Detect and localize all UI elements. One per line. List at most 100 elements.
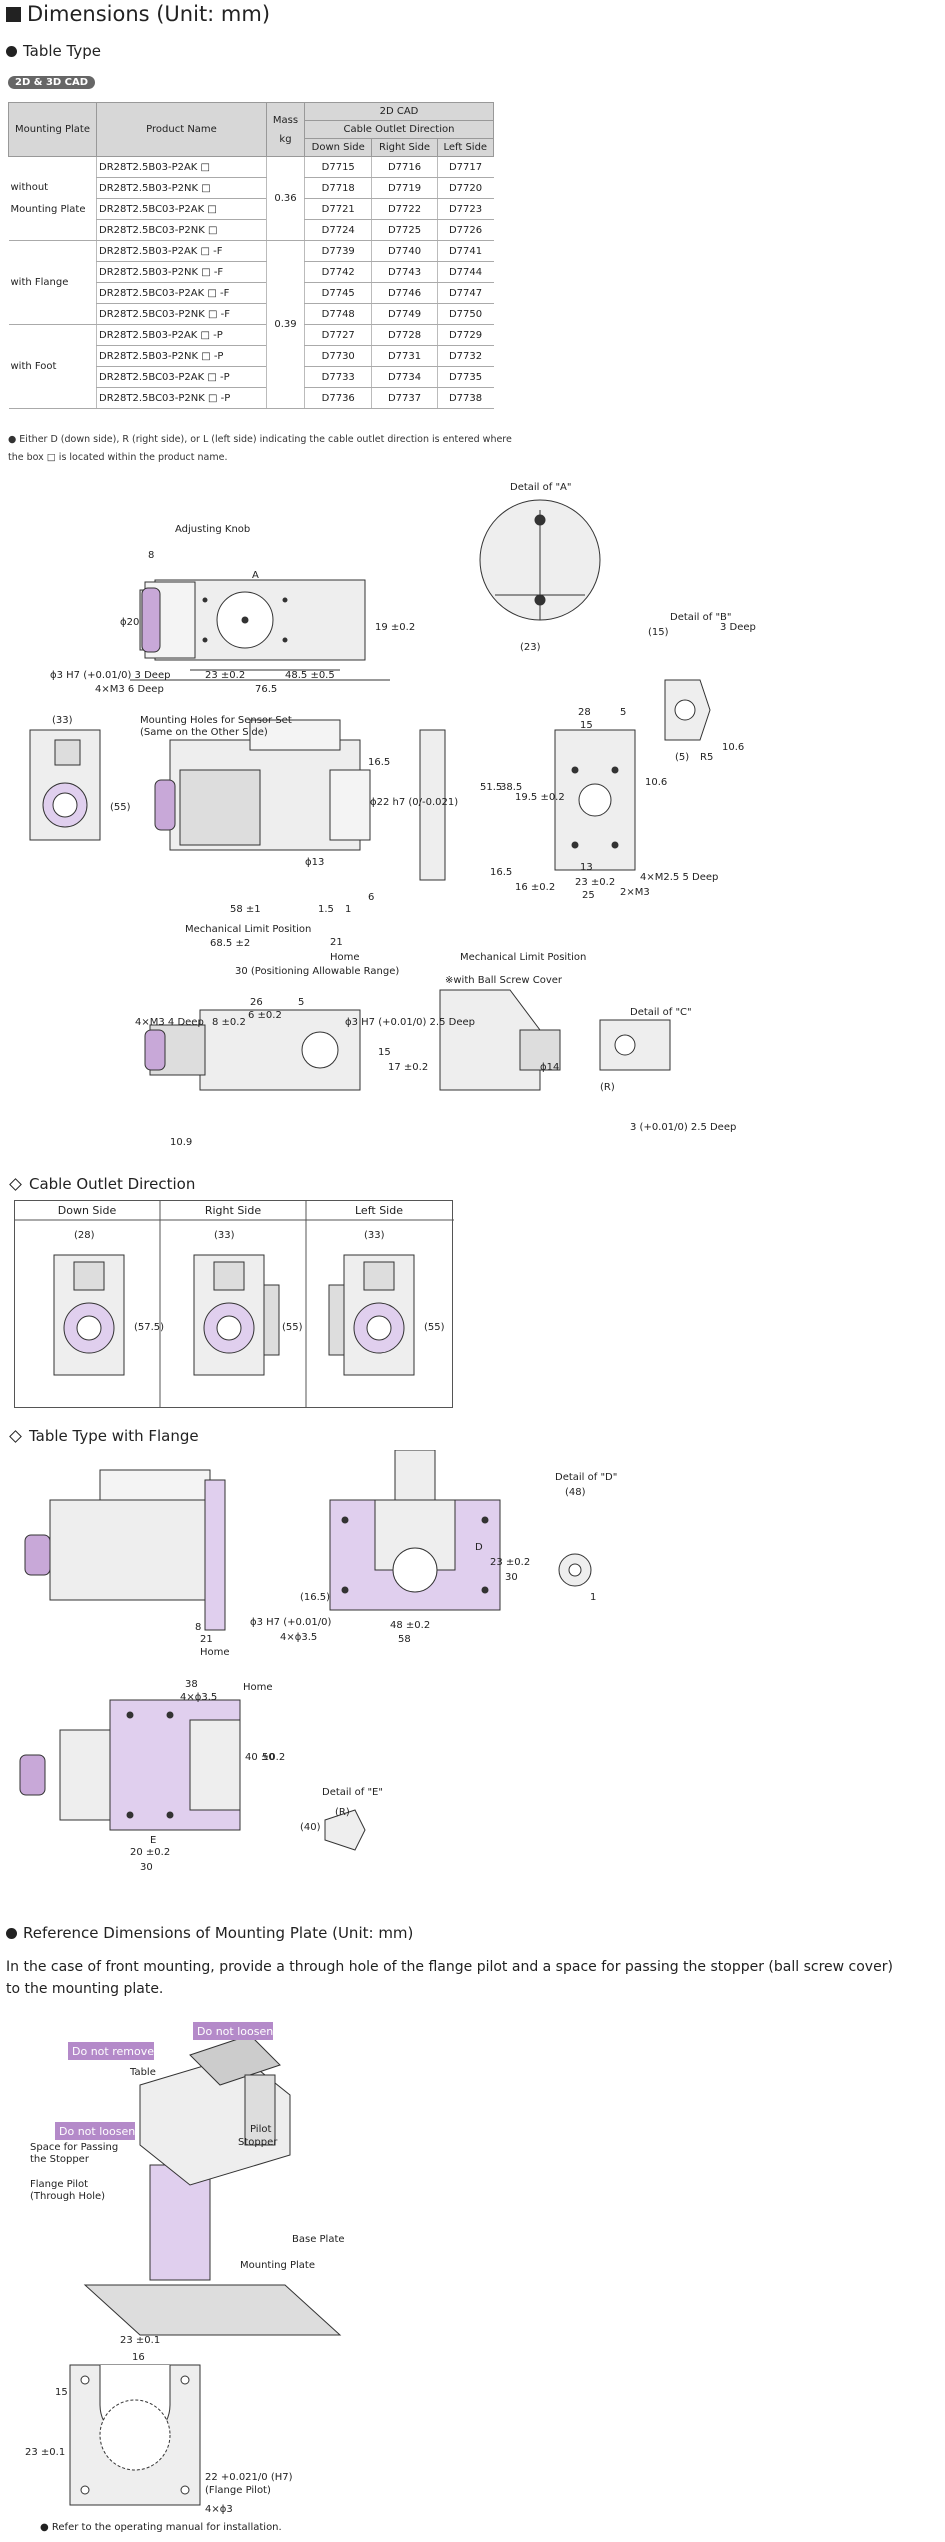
table-row: DR28T2.5BC03-P2NK □ -P D7736 D7737 D7738 bbox=[9, 387, 494, 409]
dim-label: 4×ϕ3 bbox=[205, 2504, 233, 2515]
dim-label: 4×M3 6 Deep bbox=[95, 684, 164, 695]
detail-a-label: Detail of "A" bbox=[510, 482, 572, 493]
col-direction: Cable Outlet Direction bbox=[304, 120, 494, 139]
dim-label: 23 ±0.2 bbox=[490, 1557, 530, 1568]
bullet-icon bbox=[6, 45, 17, 57]
right-cell: D7740 bbox=[371, 240, 438, 262]
product-cell: DR28T2.5BC03-P2AK □ -P bbox=[96, 366, 267, 388]
col-mounting-plate: Mounting Plate bbox=[8, 102, 97, 157]
left-cell: D7747 bbox=[436, 282, 494, 304]
dim-label: 16 ±0.2 bbox=[515, 882, 555, 893]
dim-label: 8 bbox=[195, 1622, 201, 1633]
mass-unit: kg bbox=[279, 133, 292, 145]
mounting-ref-paragraph: In the case of front mounting, provide a… bbox=[6, 1959, 893, 1997]
cable-outlet-heading-text: Cable Outlet Direction bbox=[29, 1175, 196, 1193]
dim-label: 16.5 bbox=[368, 757, 390, 768]
dim-label: 23 ±0.2 bbox=[575, 877, 615, 888]
dim-label: 4×M2.5 5 Deep bbox=[640, 872, 718, 883]
down-cell: D7736 bbox=[303, 387, 372, 409]
dim-label: (23) bbox=[520, 642, 541, 653]
dim-label: ϕ3 H7 (+0.01/0) bbox=[250, 1617, 331, 1628]
bullet-icon bbox=[6, 1927, 17, 1939]
dim-label: (R) bbox=[335, 1807, 350, 1818]
dim-label: 13 bbox=[580, 862, 593, 873]
mounting-plate-shape bbox=[149, 2164, 211, 2281]
product-cell: DR28T2.5BC03-P2NK □ -P bbox=[96, 387, 267, 409]
table-row: DR28T2.5BC03-P2NK □ D7724 D7725 D7726 bbox=[9, 219, 494, 241]
dim-label: 16 bbox=[132, 2352, 145, 2363]
dim-label: 4×ϕ3.5 bbox=[280, 1632, 317, 1643]
callout-pilot: Pilot bbox=[250, 2124, 271, 2135]
callout-table: Table bbox=[129, 2067, 156, 2078]
dim-label: R5 bbox=[700, 752, 713, 763]
product-cell: DR28T2.5BC03-P2AK □ -F bbox=[96, 282, 267, 304]
dim-label: 23 ±0.2 bbox=[205, 670, 245, 681]
dim-label: 22 +0.021/0 (H7) bbox=[205, 2472, 293, 2483]
base-plate bbox=[83, 2284, 342, 2336]
right-cell: D7737 bbox=[371, 387, 438, 409]
adjusting-knob-label: Adjusting Knob bbox=[175, 524, 250, 535]
table-row: DR28T2.5BC03-P2AK □ -P D7733 D7734 D7735 bbox=[9, 366, 494, 388]
flange-heading-text: Table Type with Flange bbox=[29, 1427, 199, 1445]
table-row: DR28T2.5BC03-P2NK □ -F D7748 D7749 D7750 bbox=[9, 303, 494, 325]
dim-height: (55) bbox=[424, 1322, 445, 1333]
dim-label: 20 ±0.2 bbox=[130, 1847, 170, 1858]
col-product-name: Product Name bbox=[96, 102, 267, 157]
flange-side bbox=[419, 729, 446, 881]
dim-label: 10.6 bbox=[722, 742, 744, 753]
dim-label: 6 bbox=[368, 892, 374, 903]
right-cell: D7722 bbox=[371, 198, 438, 220]
callout-mplate: Mounting Plate bbox=[240, 2260, 315, 2271]
cable-right-drawing bbox=[193, 1254, 280, 1376]
down-cell: D7730 bbox=[303, 345, 372, 367]
dim-label: 10.9 bbox=[170, 1137, 192, 1148]
dim-label: 2×M3 bbox=[620, 887, 650, 898]
left-cell: D7744 bbox=[436, 261, 494, 283]
square-icon bbox=[6, 6, 21, 22]
do-not-remove-text: Do not remove bbox=[72, 2045, 154, 2058]
dim-label: ϕ20 bbox=[120, 617, 139, 628]
dim-label: 40 ±0.2 bbox=[245, 1752, 285, 1763]
dim-label: 23 ±0.1 bbox=[120, 2335, 160, 2346]
dim-label: 28 bbox=[578, 707, 591, 718]
do-not-loosen-text: Do not loosen bbox=[197, 2025, 273, 2038]
dim-label: (40) bbox=[300, 1822, 321, 1833]
table-type-heading: Table Type bbox=[6, 42, 101, 60]
product-cell: DR28T2.5B03-P2NK □ -P bbox=[96, 345, 267, 367]
dim-label: 8 ±0.2 bbox=[212, 1017, 246, 1028]
col-right-label: Right Side bbox=[205, 1204, 261, 1217]
col-right: Right Side bbox=[371, 138, 438, 157]
left-cell: D7741 bbox=[436, 240, 494, 262]
callout-space1: Space for Passing bbox=[30, 2142, 118, 2153]
dim-label: 16.5 bbox=[490, 867, 512, 878]
mass-cell: 0.36 bbox=[266, 156, 305, 241]
dim-label: 38 bbox=[185, 1679, 198, 1690]
dim-label: 48.5 ±0.5 bbox=[285, 670, 335, 681]
cable-left-drawing bbox=[328, 1254, 415, 1376]
left-cell: D7729 bbox=[436, 324, 494, 346]
cad-badge: 2D & 3D CAD bbox=[8, 76, 96, 89]
adjusting-knob-bottom bbox=[144, 1029, 166, 1071]
col-down-label: Down Side bbox=[58, 1204, 117, 1217]
dim-label: 3 Deep bbox=[720, 622, 756, 633]
dim-label: 58 bbox=[398, 1634, 411, 1645]
product-cell: DR28T2.5B03-P2AK □ bbox=[96, 156, 267, 178]
dim-label: (5) bbox=[675, 752, 689, 763]
down-cell: D7739 bbox=[303, 240, 372, 262]
down-cell: D7718 bbox=[303, 177, 372, 199]
dim-width: (33) bbox=[364, 1230, 385, 1241]
mounting-ref-heading-text: Reference Dimensions of Mounting Plate (… bbox=[23, 1924, 414, 1942]
product-cell: DR28T2.5B03-P2AK □ -F bbox=[96, 240, 267, 262]
plate-label: Mounting Plate bbox=[10, 204, 86, 215]
right-cell: D7746 bbox=[371, 282, 438, 304]
do-not-loosen-text: Do not loosen bbox=[59, 2125, 135, 2138]
right-cell: D7719 bbox=[371, 177, 438, 199]
dim-label: D bbox=[475, 1542, 483, 1553]
table-row: DR28T2.5BC03-P2AK □ -F D7745 D7746 D7747 bbox=[9, 282, 494, 304]
spec-table: Mounting Plate Product Name Mass kg 2D C… bbox=[8, 102, 495, 409]
callout-flange1: Flange Pilot bbox=[30, 2179, 88, 2190]
dim-label: A bbox=[252, 570, 259, 581]
dim-label: 19 ±0.2 bbox=[375, 622, 415, 633]
dim-label: 26 bbox=[250, 997, 263, 1008]
